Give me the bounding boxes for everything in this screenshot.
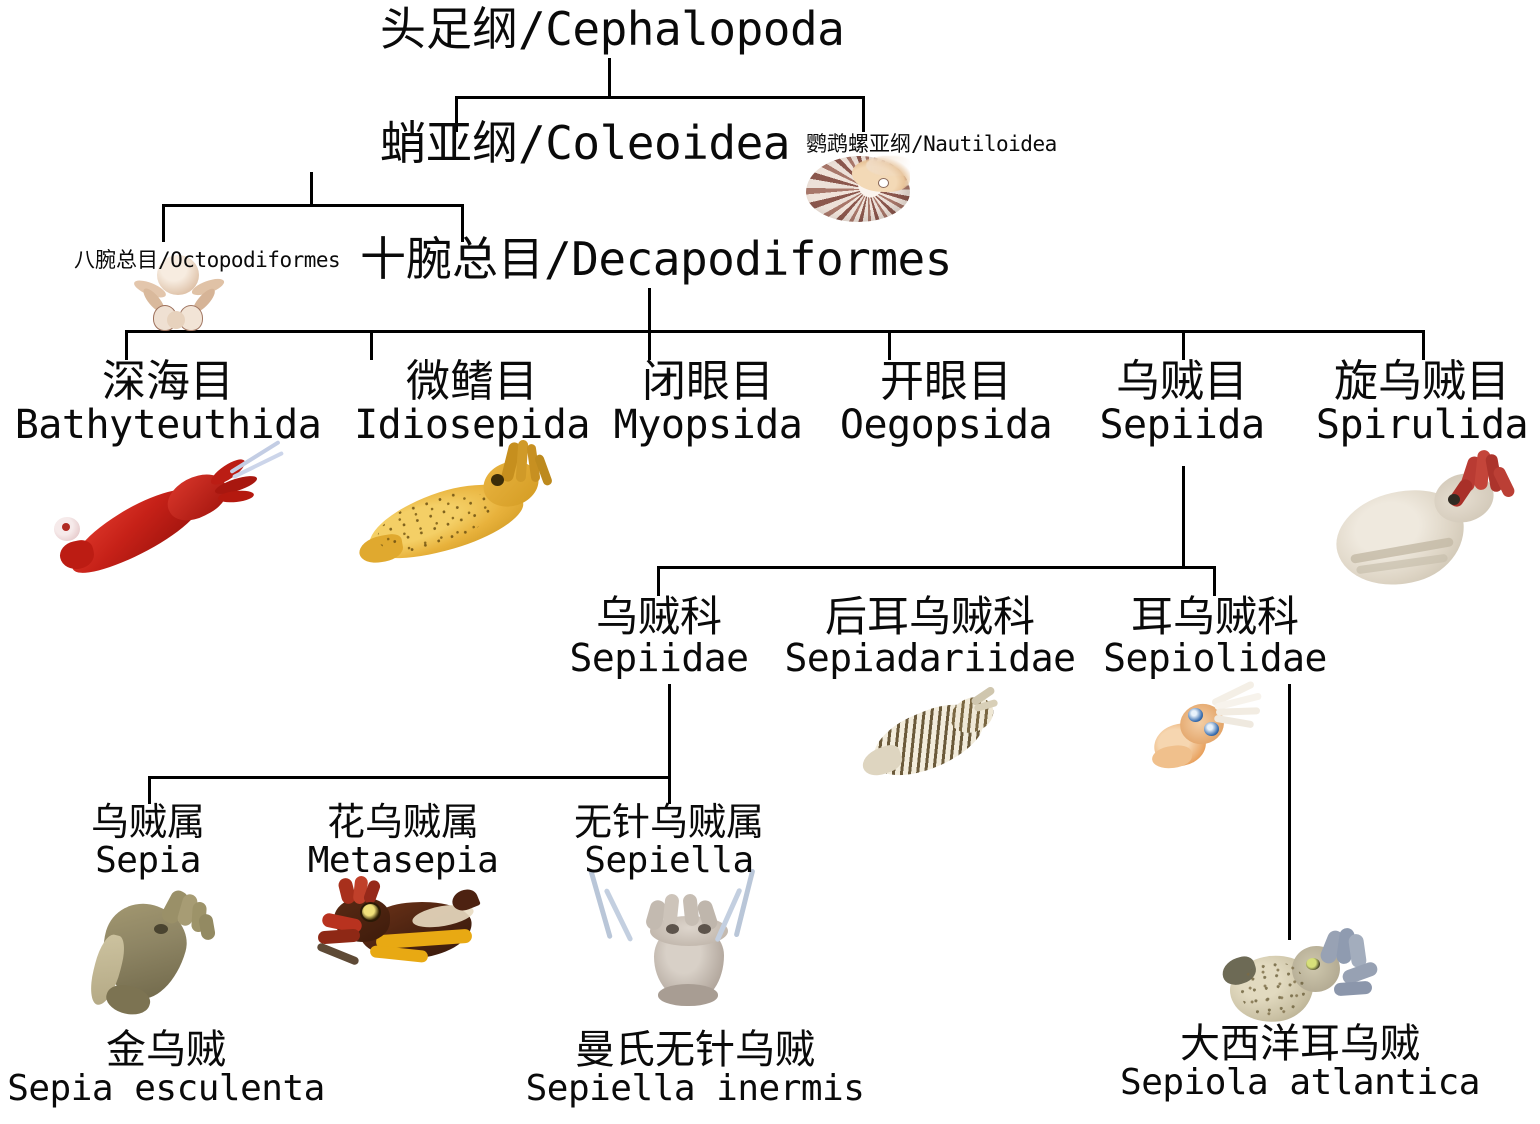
node-bathyteuthida-latin: Bathyteuthida xyxy=(14,401,322,448)
sepia-cuttlefish-photo xyxy=(85,887,228,1021)
node-nautiloidea-latin: Nautiloidea xyxy=(923,132,1057,156)
edge-orders-bar xyxy=(125,330,1425,333)
node-sepiida: 乌贼目 Sepiida xyxy=(1082,357,1282,448)
edge-to-octopodiformes xyxy=(162,204,165,242)
node-sepiella-inermis: 曼氏无针乌贼 Sepiella inermis xyxy=(505,1030,885,1108)
node-sepiida-cn: 乌贼目 xyxy=(1116,357,1248,406)
striped-cuttlefish-photo xyxy=(858,685,1002,790)
node-sepia: 乌贼属 Sepia xyxy=(48,804,248,879)
edge-to-sepiidae xyxy=(657,566,660,596)
node-sepia-latin: Sepia xyxy=(95,839,201,881)
node-cephalopoda-separator: / xyxy=(518,2,546,56)
sepiella-cuttlefish-photo xyxy=(588,868,782,1008)
node-nautiloidea-separator: / xyxy=(911,132,924,156)
node-sepiadariidae: 后耳乌贼科 Sepiadariidae xyxy=(770,593,1090,680)
edge-genera-bar xyxy=(148,776,671,779)
node-sepiella-inermis-cn: 曼氏无针乌贼 xyxy=(575,1028,815,1072)
edge-to-oegopsida xyxy=(888,330,891,360)
flamboyant-cuttlefish-photo xyxy=(316,875,494,980)
node-sepia-esculenta-cn: 金乌贼 xyxy=(106,1028,226,1072)
node-sepia-cn: 乌贼属 xyxy=(90,802,205,844)
node-sepiola-atlantica-cn: 大西洋耳乌贼 xyxy=(1180,1022,1420,1066)
edge-to-nautiloidea xyxy=(862,96,865,132)
node-bathyteuthida: 深海目 Bathyteuthida xyxy=(0,357,342,448)
node-oegopsida: 开眼目 Oegopsida xyxy=(828,357,1064,448)
edge-to-myopsida xyxy=(648,330,651,360)
node-coleoidea-cn: 蛸亚纲 xyxy=(380,117,518,169)
node-sepiolidae-latin: Sepiolidae xyxy=(1103,635,1327,680)
nautilus-shell-photo xyxy=(806,156,910,222)
node-metasepia-cn: 花乌贼属 xyxy=(326,802,479,844)
node-octopodiformes-latin: Octopodiformes xyxy=(170,248,341,272)
node-coleoidea-separator: / xyxy=(518,116,546,170)
red-squid-photo xyxy=(48,439,288,586)
node-sepiella-inermis-latin: Sepiella inermis xyxy=(525,1067,865,1109)
node-oegopsida-latin: Oegopsida xyxy=(839,401,1053,448)
edge-to-spirulida xyxy=(1422,330,1425,360)
node-coleoidea: 蛸亚纲/Coleoidea xyxy=(380,120,790,168)
yellow-squid-photo xyxy=(355,439,565,580)
node-sepiella-latin: Sepiella xyxy=(584,839,754,881)
bobtail-squid-photo xyxy=(1150,680,1272,780)
node-idiosepida: 微鳍目 Idiosepida xyxy=(332,357,612,448)
node-nautiloidea: 鹦鹉螺亚纲/Nautiloidea xyxy=(806,132,1057,156)
node-sepia-esculenta: 金乌贼 Sepia esculenta xyxy=(0,1030,336,1108)
edge-families-bar xyxy=(657,566,1215,569)
node-sepiella: 无针乌贼属 Sepiella xyxy=(550,804,788,879)
node-octopodiformes: 八腕总目/Octopodiformes xyxy=(74,248,341,272)
edge-to-sepiida xyxy=(1182,330,1185,360)
edge-sepiolidae-to-species xyxy=(1288,684,1291,940)
node-myopsida-latin: Myopsida xyxy=(613,401,803,448)
node-cephalopoda: 头足纲/Cephalopoda xyxy=(380,3,845,55)
node-nautiloidea-cn: 鹦鹉螺亚纲 xyxy=(806,133,911,156)
node-octopodiformes-separator: / xyxy=(158,248,171,272)
node-sepia-esculenta-latin: Sepia esculenta xyxy=(7,1067,325,1109)
edge-coleoidea-bar xyxy=(162,204,464,207)
node-oegopsida-cn: 开眼目 xyxy=(880,357,1012,406)
node-cephalopoda-latin: Cephalopoda xyxy=(545,2,845,56)
node-sepiadariidae-latin: Sepiadariidae xyxy=(784,635,1076,680)
node-sepiolidae-cn: 耳乌贼科 xyxy=(1130,593,1299,640)
node-cephalopoda-cn: 头足纲 xyxy=(380,3,518,55)
node-sepiidae-cn: 乌贼科 xyxy=(595,593,722,640)
node-idiosepida-latin: Idiosepida xyxy=(354,401,590,448)
edge-coleoidea-stem xyxy=(310,172,313,206)
node-coleoidea-latin: Coleoidea xyxy=(545,116,790,170)
edge-to-sepia xyxy=(148,776,151,804)
node-sepiadariidae-cn: 后耳乌贼科 xyxy=(824,593,1035,640)
edge-to-sepiella xyxy=(668,776,671,804)
node-octopodiformes-cn: 八腕总目 xyxy=(74,249,158,272)
node-spirulida: 旋乌贼目 Spirulida xyxy=(1296,357,1540,448)
edge-to-decapodiformes xyxy=(461,204,464,242)
edge-sepiida-stem xyxy=(1182,466,1185,568)
edge-to-coleoidea xyxy=(455,96,458,132)
node-metasepia: 花乌贼属 Metasepia xyxy=(268,804,538,879)
node-sepiida-latin: Sepiida xyxy=(1099,401,1265,448)
node-sepiella-cn: 无针乌贼属 xyxy=(573,802,764,844)
edge-cephalopoda-stem xyxy=(608,58,611,98)
node-bathyteuthida-cn: 深海目 xyxy=(102,357,234,406)
node-myopsida: 闭眼目 Myopsida xyxy=(608,357,808,448)
edge-decapodiformes-stem xyxy=(648,288,651,332)
node-decapodiformes: 十腕总目/Decapodiformes xyxy=(360,236,952,284)
node-decapodiformes-latin: Decapodiformes xyxy=(571,232,952,286)
node-sepiolidae: 耳乌贼科 Sepiolidae xyxy=(1084,593,1346,680)
node-sepiola-atlantica: 大西洋耳乌贼 Sepiola atlantica xyxy=(1090,1024,1510,1102)
edge-to-bathyteuthida xyxy=(125,330,128,360)
node-idiosepida-cn: 微鳍目 xyxy=(406,357,538,406)
node-sepiidae: 乌贼科 Sepiidae xyxy=(540,593,778,680)
edge-cephalopoda-bar xyxy=(455,96,865,99)
node-myopsida-cn: 闭眼目 xyxy=(642,357,774,406)
node-decapodiformes-cn: 十腕总目 xyxy=(360,233,544,285)
edge-to-sepiolidae xyxy=(1213,566,1216,596)
node-spirulida-cn: 旋乌贼目 xyxy=(1334,357,1510,406)
ram-horn-squid-photo xyxy=(1322,449,1522,601)
node-metasepia-latin: Metasepia xyxy=(307,839,499,881)
node-decapodiformes-separator: / xyxy=(544,232,572,286)
edge-to-idiosepida xyxy=(370,330,373,360)
node-spirulida-latin: Spirulida xyxy=(1315,401,1529,448)
node-sepiidae-latin: Sepiidae xyxy=(569,635,749,680)
node-sepiola-atlantica-latin: Sepiola atlantica xyxy=(1120,1061,1480,1103)
edge-sepiidae-stem xyxy=(668,684,671,778)
